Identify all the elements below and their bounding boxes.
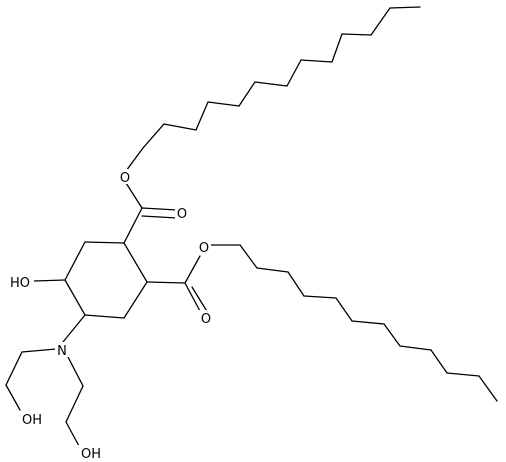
right-decyl-chain <box>239 244 498 402</box>
label-ester-o-right: O <box>197 239 211 256</box>
svg-text:N: N <box>57 344 67 359</box>
svg-text:OH: OH <box>22 413 42 428</box>
right-ester-group <box>146 244 241 314</box>
bis-hydroxyethyl-amine <box>5 314 86 447</box>
top-decyl-chain <box>142 6 421 149</box>
label-carbonyl-o-top: O <box>175 205 189 222</box>
svg-text:O: O <box>120 171 130 186</box>
svg-text:OH: OH <box>81 447 101 462</box>
label-chain-hydroxyl-2: OH <box>77 445 105 462</box>
svg-text:O: O <box>201 312 211 327</box>
ring-hydroxyl-bond <box>33 279 66 282</box>
cyclohexane-ring <box>64 241 148 319</box>
label-carbonyl-o-right: O <box>199 310 213 327</box>
top-ester-group <box>123 147 178 244</box>
label-amine-n: N <box>55 342 69 359</box>
svg-text:HO: HO <box>10 276 30 291</box>
svg-text:O: O <box>199 241 209 256</box>
label-chain-hydroxyl-1: OH <box>18 411 46 428</box>
label-ring-hydroxyl: HO <box>6 274 34 291</box>
label-ester-o-top: O <box>118 169 132 186</box>
svg-text:O: O <box>177 207 187 222</box>
